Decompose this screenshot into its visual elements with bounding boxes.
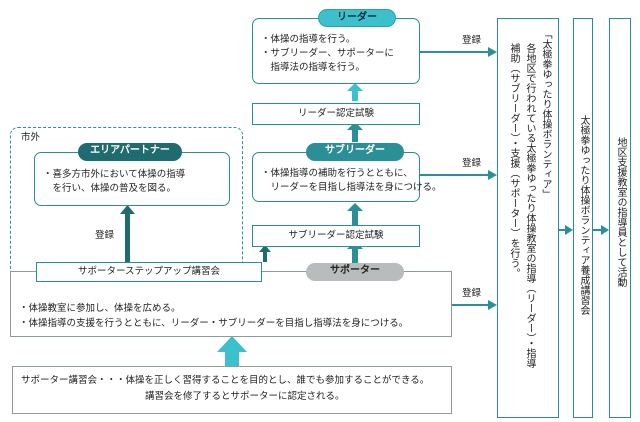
- leader-box: ・体操の指導を行う。 ・サブリーダー、サポーターに 指導法の指導を行う。: [252, 18, 420, 84]
- register-label-leader: 登録: [462, 35, 482, 46]
- arrow-supporter-register: [452, 300, 497, 310]
- volunteer-line-1: 「太極拳ゆったり体操ボランティア」: [540, 29, 551, 199]
- training-course-label: 太極拳ゆったり体操ボランティア養成講習会: [578, 115, 589, 315]
- arrow-course-to-activity: [592, 225, 609, 235]
- partner-line-2: を行い、体操の普及を図る。: [43, 183, 177, 194]
- supporter-course-line-2: 講習会を修了するとサポーターに認定される。: [145, 391, 345, 402]
- leader-exam-box: リーダー認定試験: [252, 103, 420, 125]
- final-activity-label: 地区支援教室の指導員として活動: [615, 137, 626, 287]
- area-partner-title: エリアパートナー: [78, 143, 182, 161]
- register-label-subleader: 登録: [462, 158, 482, 169]
- arrow-subleader-to-leader-exam: [347, 122, 363, 142]
- leader-exam-label: リーダー認定試験: [297, 108, 374, 119]
- arrow-subleader-exam-to-subleader: [347, 203, 363, 226]
- supporter-title: サポーター: [306, 263, 404, 281]
- volunteer-line-3: 補助（サブリーダー）・支援（サポーター）を行う。: [508, 43, 519, 278]
- supporter-box: ・体操教室に参加し、体操を広める。 ・体操指導の支援を行うとともに、リーダー・サ…: [10, 271, 452, 337]
- arrow-leader-register: [420, 47, 497, 57]
- arrow-volunteer-to-course: [559, 225, 573, 235]
- register-label-supporter: 登録: [462, 288, 482, 299]
- arrow-leader-exam-to-leader: [347, 83, 363, 101]
- stepup-course-box: サポーターステップアップ講習会: [36, 262, 262, 282]
- outside-city-label: 市外: [21, 132, 41, 143]
- supporter-line-1: ・体操教室に参加し、体操を広める。: [19, 303, 181, 314]
- subleader-line-2: リーダーを目指し指導法を身につける。: [261, 182, 442, 193]
- supporter-course-line-1: サポーター講習会・・・体操を正しく習得することを目的とし、誰でも参加することがで…: [21, 375, 430, 386]
- subleader-line-1: ・体操指導の補助を行うとともに、: [261, 168, 413, 179]
- register-label-partner: 登録: [95, 230, 115, 241]
- final-activity-box: 地区支援教室の指導員として活動: [609, 18, 631, 418]
- subleader-title: サブリーダー: [306, 143, 404, 161]
- volunteer-box: 「太極拳ゆったり体操ボランティア」 各地区で行われている太極拳ゆったり体操教室の…: [497, 18, 559, 418]
- stepup-course-label: サポーターステップアップ講習会: [77, 266, 221, 277]
- leader-line-2: ・サブリーダー、サポーターに: [261, 48, 394, 59]
- leader-line-1: ・体操の指導を行う。: [261, 34, 356, 45]
- training-course-box: 太極拳ゆったり体操ボランティア養成講習会: [573, 18, 593, 418]
- arrow-stepup-to-partner: [120, 205, 135, 262]
- supporter-line-2: ・体操指導の支援を行うとともに、リーダー・サブリーダーを目指し指導法を身につける…: [19, 318, 409, 329]
- arrow-stepup-to-subleader-exam: [259, 245, 271, 262]
- supporter-course-box: サポーター講習会・・・体操を正しく習得することを目的とし、誰でも参加することがで…: [12, 366, 452, 414]
- subleader-exam-label: サブリーダー認定試験: [288, 230, 384, 241]
- volunteer-line-2: 各地区で行われている太極拳ゆったり体操教室の指導（リーダー）・指導: [524, 43, 535, 368]
- arrow-course-to-supporter: [217, 336, 247, 366]
- leader-title: リーダー: [318, 9, 396, 27]
- subleader-exam-box: サブリーダー認定試験: [252, 225, 420, 247]
- leader-line-3: 指導法の指導を行う。: [261, 62, 365, 73]
- partner-line-1: ・喜多方市外において体操の指導: [43, 169, 186, 180]
- arrow-subleader-register: [420, 170, 497, 180]
